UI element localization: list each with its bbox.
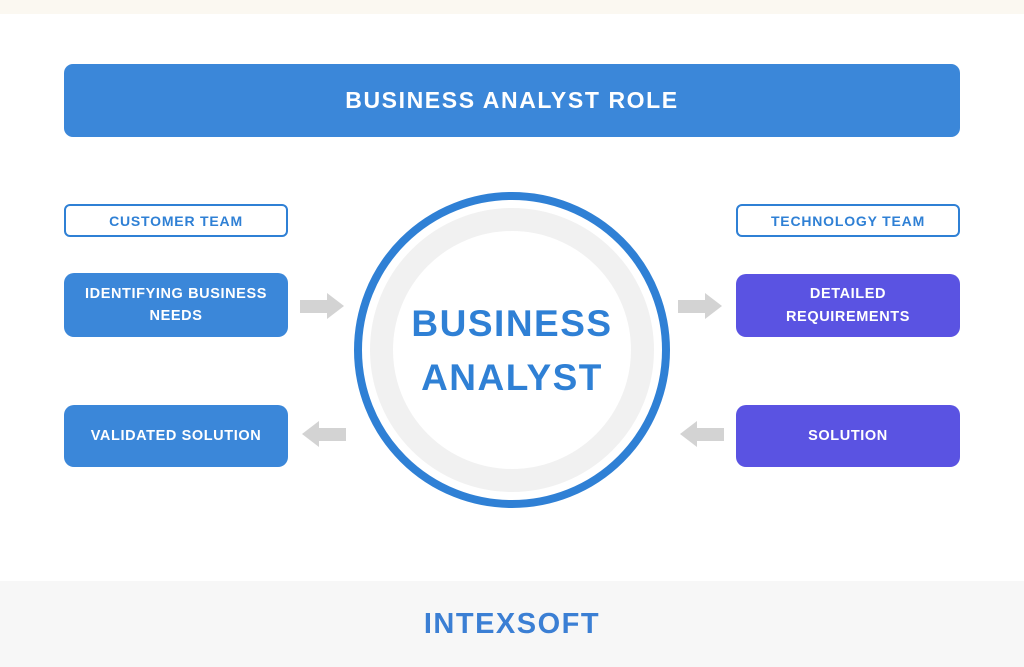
arrow-head: [327, 293, 344, 319]
business-analyst-line1: BUSINESS: [411, 302, 613, 344]
arrow-left-icon: [302, 421, 346, 447]
intexsoft-logo: INTEXSOFT: [423, 607, 601, 640]
arrow-left-icon: [680, 421, 724, 447]
arrow-head: [302, 421, 319, 447]
top-band: [0, 0, 1024, 14]
identifying-business-needs-box: IDENTIFYING BUSINESS NEEDS: [64, 273, 288, 337]
arrow-head: [680, 421, 697, 447]
business-analyst-circle: BUSINESS ANALYST: [354, 192, 670, 508]
arrow-tail: [697, 427, 724, 441]
detailed-requirements-label: DETAILED REQUIREMENTS: [785, 286, 910, 325]
footer: INTEXSOFT: [0, 581, 1024, 667]
validated-solution-label: VALIDATED SOLUTION: [90, 427, 262, 444]
technology-team-label-text: TECHNOLOGY TEAM: [770, 212, 926, 229]
business-analyst-inner-ring: BUSINESS ANALYST: [370, 208, 654, 492]
customer-team-label-text: CUSTOMER TEAM: [109, 212, 243, 229]
identifying-business-needs-label: IDENTIFYING BUSINESS NEEDS: [85, 285, 267, 324]
solution-label: SOLUTION: [808, 427, 888, 444]
business-analyst-line2: ANALYST: [421, 356, 603, 398]
arrow-tail: [319, 427, 346, 441]
arrow-right-icon: [300, 293, 344, 319]
customer-team-label: CUSTOMER TEAM: [64, 204, 288, 237]
validated-solution-box: VALIDATED SOLUTION: [64, 405, 288, 467]
page-title: BUSINESS ANALYST ROLE: [345, 87, 679, 113]
detailed-requirements-box: DETAILED REQUIREMENTS: [736, 274, 960, 337]
technology-team-label: TECHNOLOGY TEAM: [736, 204, 960, 237]
arrow-tail: [678, 299, 705, 313]
header-banner: BUSINESS ANALYST ROLE: [64, 64, 960, 137]
arrow-head: [705, 293, 722, 319]
solution-box: SOLUTION: [736, 405, 960, 467]
arrow-tail: [300, 299, 327, 313]
arrow-right-icon: [678, 293, 722, 319]
